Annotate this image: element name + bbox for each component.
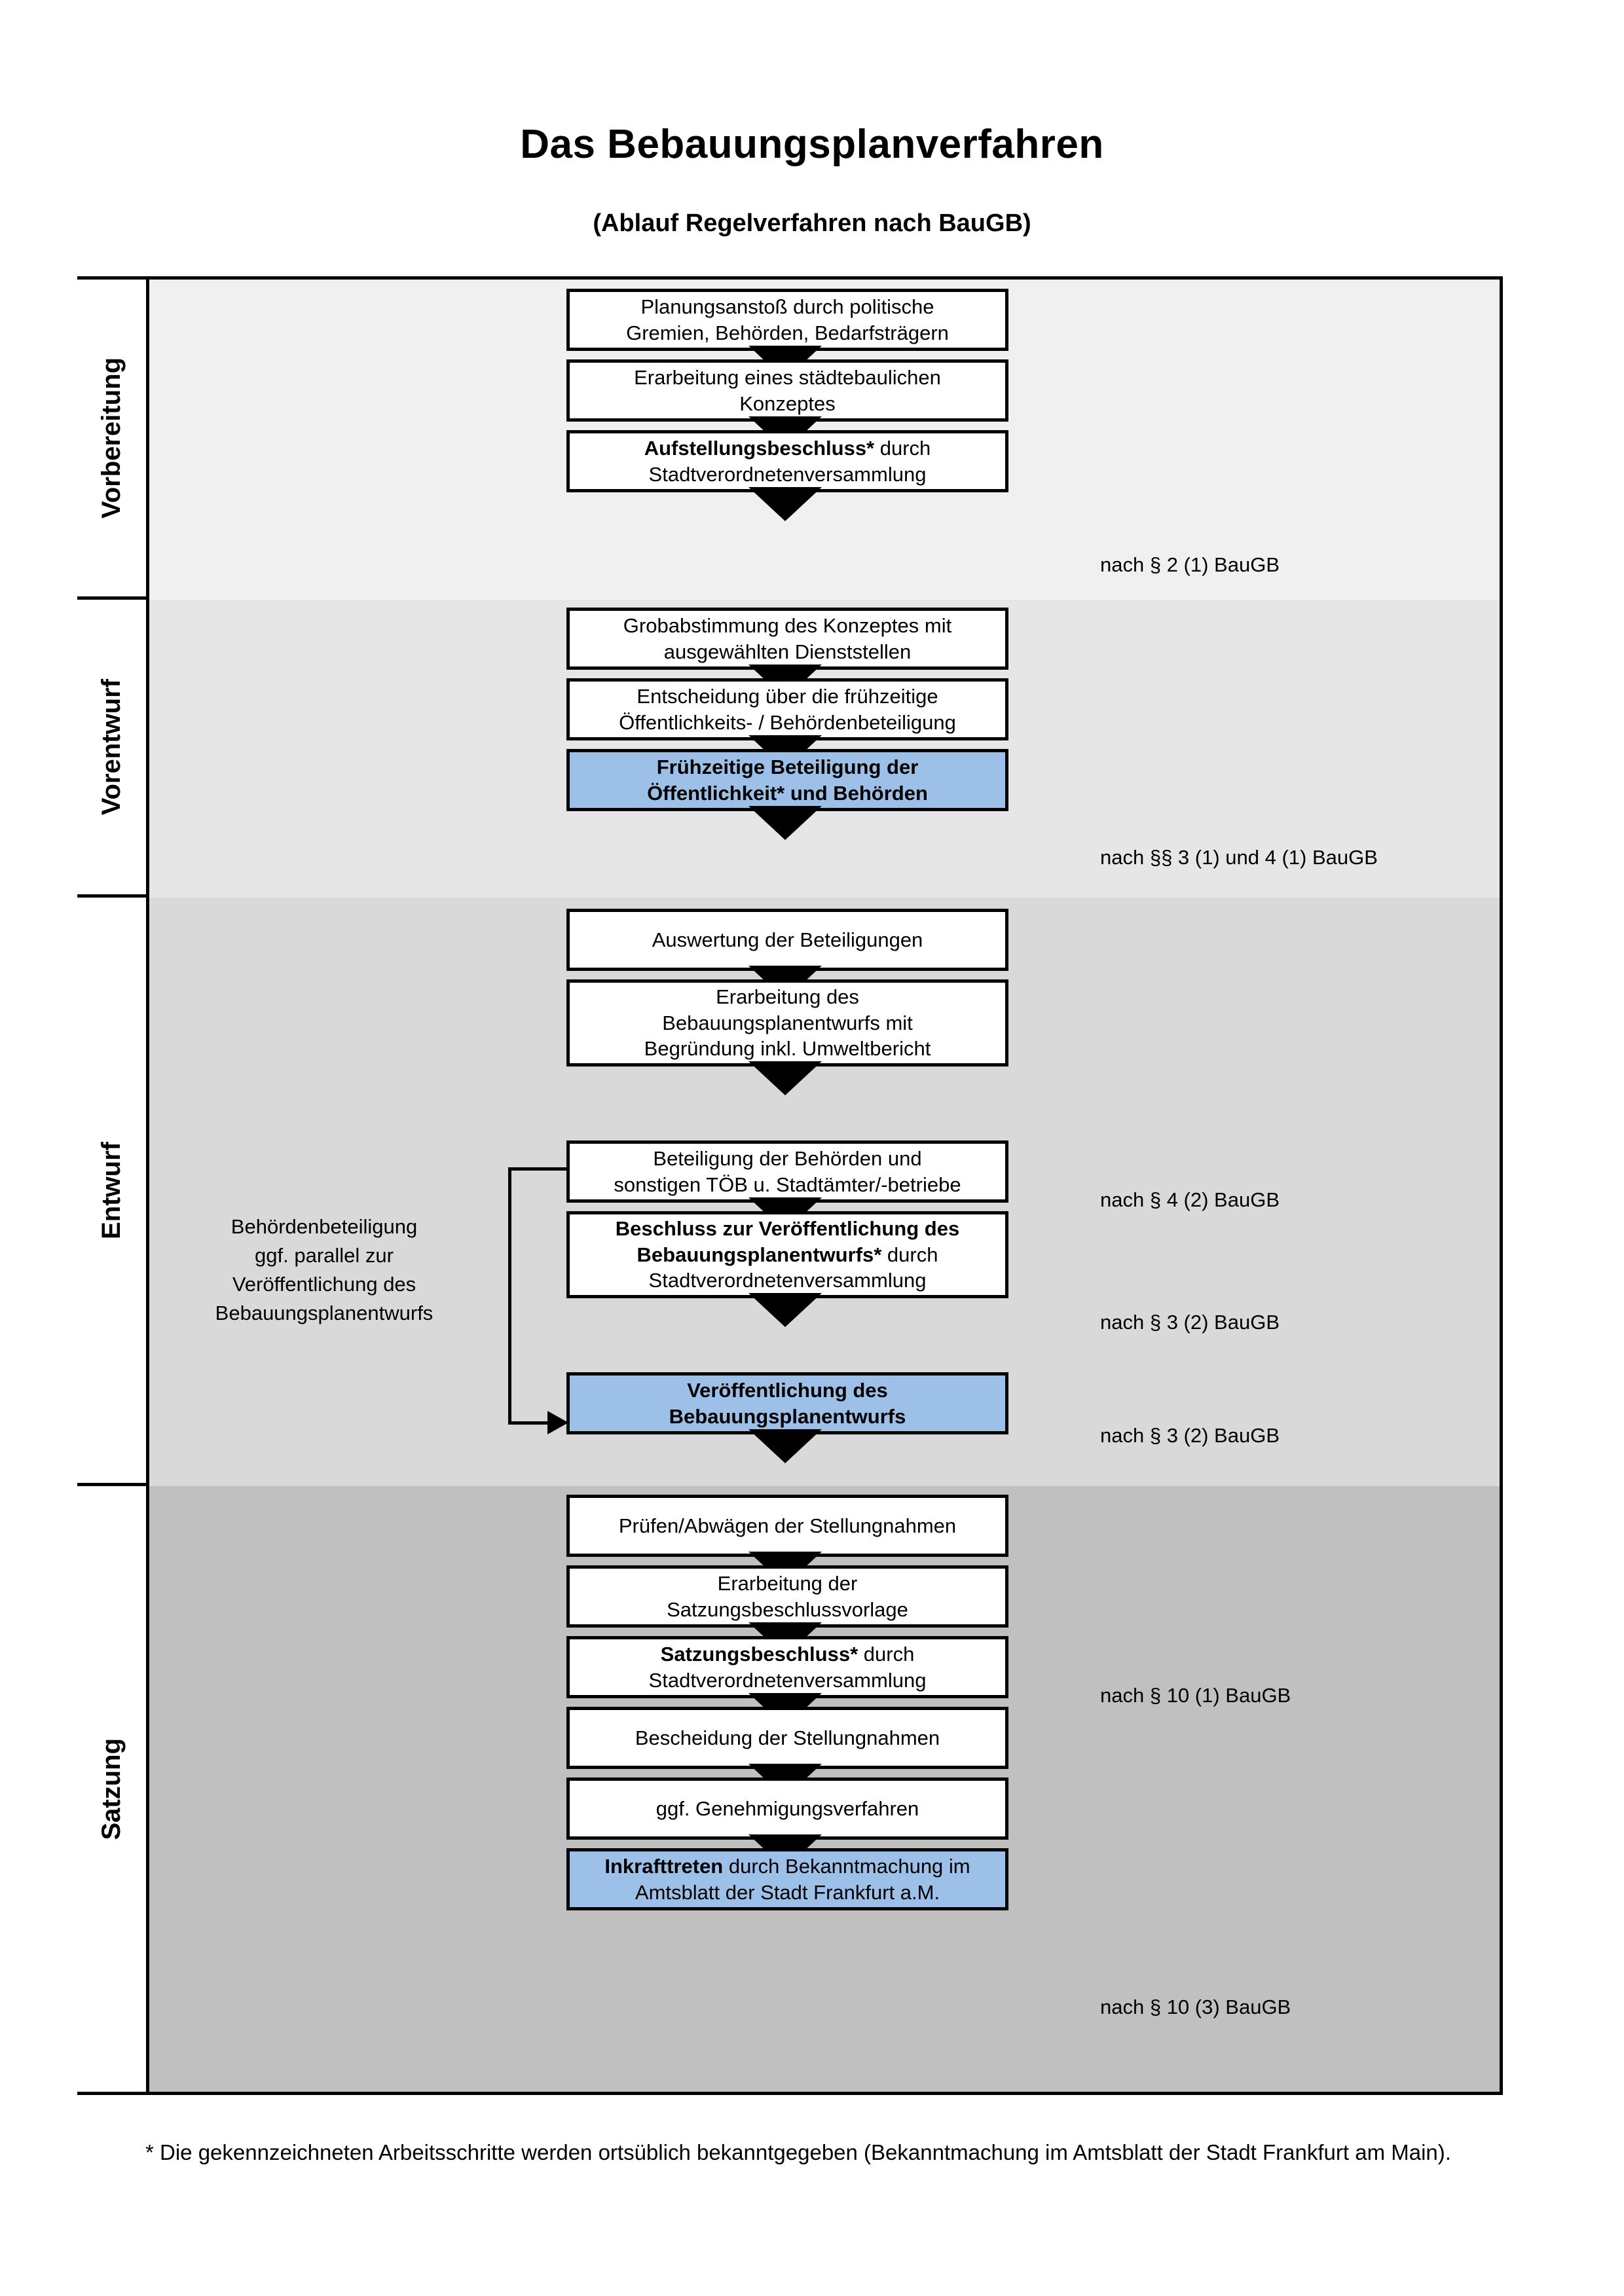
loop-connector-arrowhead-icon [547, 1411, 568, 1434]
side-note-behoerdenbeteiligung: Behördenbeteiligung ggf. parallel zur Ve… [180, 1212, 468, 1328]
flow-arrow-down-icon [748, 806, 822, 840]
loop-connector-vertical-segment [508, 1167, 511, 1425]
legal-reference-ref-par3-4-1: nach §§ 3 (1) und 4 (1) BauGB [1100, 846, 1378, 869]
loop-connector-top-segment [508, 1167, 568, 1171]
process-box-label: Aufstellungsbeschluss* durch Stadtverord… [644, 436, 931, 486]
process-box-genehmigungsverfahren[interactable]: ggf. Genehmigungsverfahren [566, 1777, 1008, 1840]
process-box-aufstellungsbeschluss[interactable]: Aufstellungsbeschluss* durch Stadtverord… [566, 430, 1008, 492]
process-box-label: Satzungsbeschluss* durch Stadtverordnete… [648, 1642, 927, 1692]
page-title: Das Bebauungsplanverfahren [520, 122, 1104, 167]
footnote-text: * Die gekennzeichneten Arbeitsschritte w… [145, 2140, 1451, 2164]
process-box-bescheidung[interactable]: Bescheidung der Stellungnahmen [566, 1707, 1008, 1769]
process-box-label: Auswertung der Beteiligungen [652, 928, 923, 951]
phase-label-cell-entwurf: Entwurf [77, 898, 149, 1486]
phase-label-cell-satzung: Satzung [77, 1486, 149, 2092]
flow-arrow-down-icon [748, 1061, 822, 1095]
phase-label-cell-vorentwurf: Vorentwurf [77, 600, 149, 898]
legal-reference-ref-par3-2b: nach § 3 (2) BauGB [1100, 1424, 1280, 1447]
process-box-pruefen-abwaegen[interactable]: Prüfen/Abwägen der Stellungnahmen [566, 1495, 1008, 1557]
phase-label-entwurf: Entwurf [97, 1141, 126, 1239]
process-box-label: ggf. Genehmigungsverfahren [655, 1796, 919, 1820]
process-box-inkrafttreten[interactable]: Inkrafttreten durch Bekanntmachung im Am… [566, 1848, 1008, 1910]
phase-label-vorentwurf: Vorentwurf [97, 678, 126, 816]
process-box-label: Prüfen/Abwägen der Stellungnahmen [618, 1514, 957, 1537]
flow-arrow-down-icon [748, 1429, 822, 1463]
process-box-label: Beschluss zur Veröffentlichung des Bebau… [615, 1217, 960, 1292]
side-note-line: ggf. parallel zur [255, 1244, 394, 1267]
process-box-label: Bescheidung der Stellungnahmen [635, 1726, 940, 1749]
flow-arrow-down-icon [748, 1293, 822, 1327]
process-box-beschluss-veroeffentlichung[interactable]: Beschluss zur Veröffentlichung des Bebau… [566, 1211, 1008, 1298]
legal-reference-ref-par3-2a: nach § 3 (2) BauGB [1100, 1311, 1280, 1334]
legal-reference-ref-par10-1: nach § 10 (1) BauGB [1100, 1684, 1291, 1707]
legal-reference-ref-par4-2: nach § 4 (2) BauGB [1100, 1188, 1280, 1211]
phase-label-satzung: Satzung [97, 1738, 126, 1840]
process-box-auswertung[interactable]: Auswertung der Beteiligungen [566, 909, 1008, 971]
loop-connector-bottom-segment [508, 1421, 549, 1425]
side-note-line: Veröffentlichung des [232, 1273, 416, 1296]
page-subtitle: (Ablauf Regelverfahren nach BauGB) [593, 210, 1031, 237]
legal-reference-ref-par2-1: nach § 2 (1) BauGB [1100, 553, 1280, 576]
process-box-satzungsbeschluss[interactable]: Satzungsbeschluss* durch Stadtverordnete… [566, 1636, 1008, 1698]
legal-reference-ref-par10-3: nach § 10 (3) BauGB [1100, 1995, 1291, 2018]
phase-label-vorbereitung: Vorbereitung [97, 357, 126, 519]
process-box-label: Inkrafttreten durch Bekanntmachung im Am… [604, 1854, 970, 1904]
phase-label-cell-vorbereitung: Vorbereitung [77, 280, 149, 600]
side-note-line: Bebauungsplanentwurfs [215, 1302, 434, 1325]
flow-arrow-down-icon [748, 487, 822, 521]
side-note-line: Behördenbeteiligung [231, 1215, 418, 1238]
